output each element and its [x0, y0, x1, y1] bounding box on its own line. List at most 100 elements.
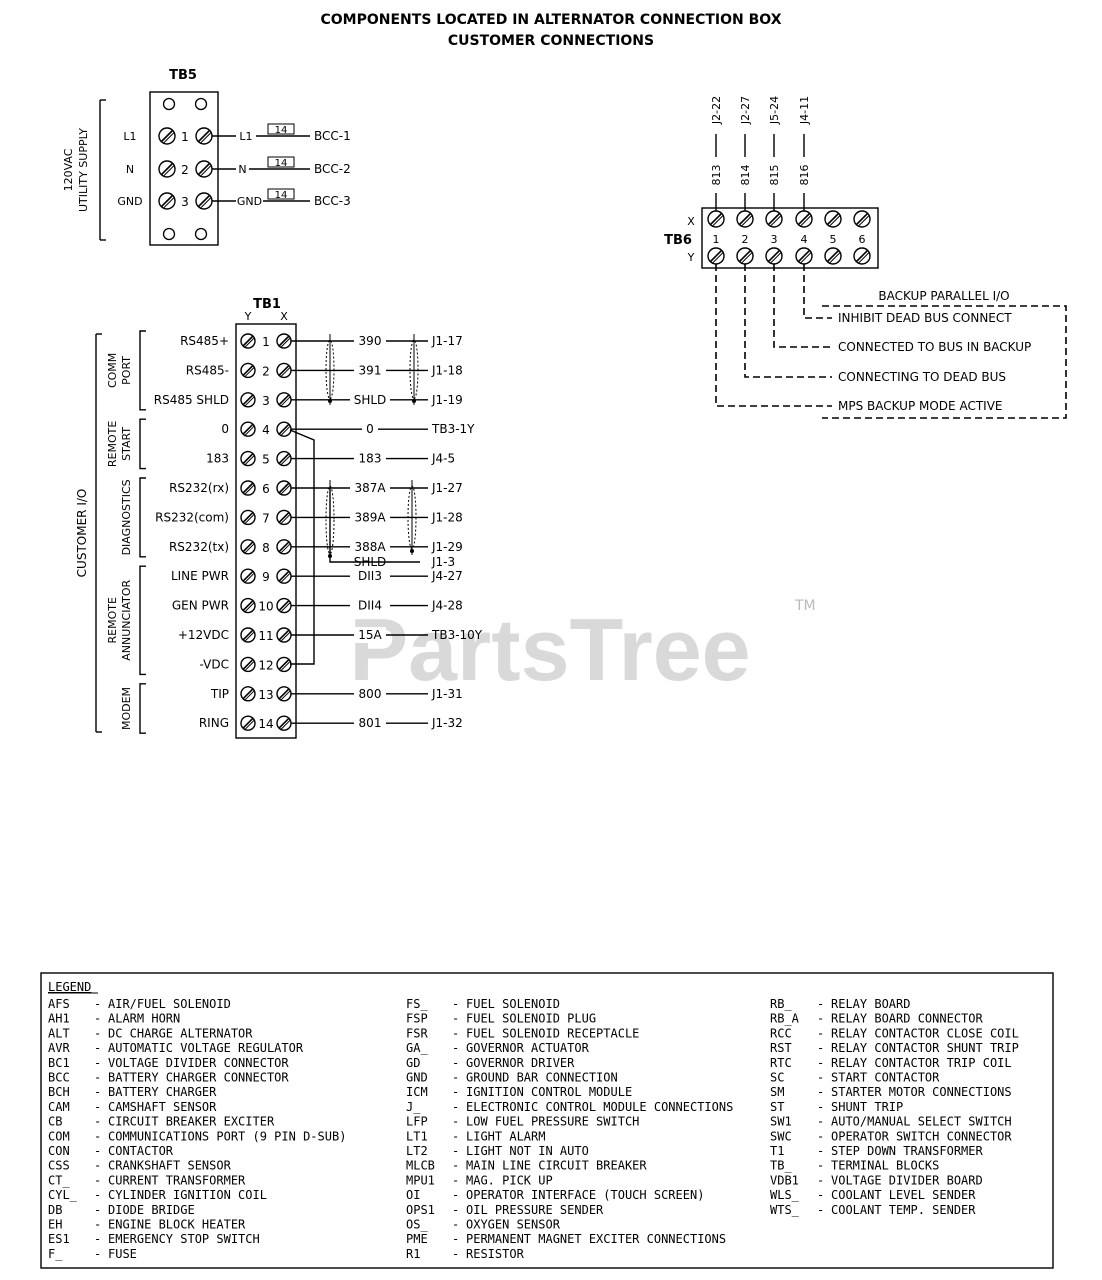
tb1-screw-x: [276, 333, 292, 349]
tb5-gauge: 14: [275, 190, 288, 201]
legend-abbr: MPU1: [406, 1173, 435, 1187]
tb6-signal-label: CONNECTING TO DEAD BUS: [838, 370, 1006, 384]
tb6-dest-bg: [767, 88, 781, 134]
legend-abbr: SWC: [770, 1129, 792, 1143]
legend-abbr: FSP: [406, 1012, 428, 1026]
legend-abbr: LFP: [406, 1115, 428, 1129]
tb1-screw-x-slot: [278, 452, 290, 465]
backup-io-title: BACKUP PARALLEL I/O: [878, 289, 1009, 303]
tb5-row-label: N: [126, 163, 134, 176]
tb6-screw-y: [736, 247, 754, 265]
legend-desc: ALARM HORN: [108, 1012, 180, 1026]
tb1-wire-name: DII3: [358, 569, 382, 583]
tb1-wire-label-bg: [350, 568, 390, 585]
legend-dash: -: [452, 1218, 459, 1232]
legend-dash: -: [817, 1115, 824, 1129]
tb5-gauge-box: [267, 156, 295, 168]
tb1-dest: J1-19: [431, 393, 463, 407]
tb1-group-label-1: MODEM: [120, 687, 133, 730]
tb5-wire-label-bg: [236, 194, 263, 208]
legend-dash: -: [452, 1232, 459, 1246]
tb5-row-label: L1: [123, 130, 136, 143]
legend-dash: -: [817, 1012, 824, 1026]
tb1-screw-y: [240, 715, 256, 731]
tb6-dest-bg: [738, 88, 752, 134]
tb1-dest: J1-32: [431, 716, 463, 730]
tb1-row-label: RS485+: [180, 334, 229, 348]
tb6-terminal-number: 6: [859, 233, 866, 246]
tb1-terminal-number: 2: [262, 364, 270, 378]
tb1-terminal-number: 11: [258, 629, 273, 643]
legend-box: [40, 972, 1054, 1269]
tb1-screw-y-slot-2: [244, 572, 256, 584]
tb6-row-x-label: X: [687, 215, 695, 228]
legend-abbr: OI: [406, 1188, 420, 1202]
tb6-signal-line: [773, 264, 832, 348]
legend-dash: -: [94, 1056, 101, 1070]
tb5-wire-name: N: [238, 163, 246, 176]
tb1-screw-y-slot: [242, 629, 254, 641]
tb6-screw-y-slot-2: [857, 251, 870, 264]
legend-dash: -: [94, 1115, 101, 1129]
tb1-screw-x-slot-2: [280, 484, 292, 496]
legend-dash: -: [452, 1085, 459, 1099]
tb1-screw-y: [240, 627, 256, 643]
tb5-wire-label-bg: [236, 129, 256, 143]
legend-desc: STEP DOWN TRANSFORMER: [831, 1144, 983, 1158]
tb6-screw-x-slot-2: [828, 214, 841, 227]
legend-abbr: LT1: [406, 1129, 428, 1143]
tb6-screw-y-slot-2: [799, 251, 812, 264]
tb1-screw-x-slot: [278, 393, 290, 406]
tb6-screw-x-slot: [797, 212, 811, 226]
tb1-wire-label-bg: [350, 509, 390, 526]
tb1-screw-y-slot: [242, 364, 254, 377]
tb1-dest: TB3-1Y: [431, 422, 475, 436]
tb1-screw-x: [276, 450, 292, 467]
legend-abbr: RB_A: [770, 1012, 800, 1026]
tb6-screw-y: [795, 247, 813, 265]
legend-dash: -: [452, 1173, 459, 1187]
legend-desc: RELAY CONTACTOR TRIP COIL: [831, 1056, 1012, 1070]
tb6-screw-y: [824, 247, 842, 265]
tb5-wire-name: L1: [239, 130, 252, 143]
legend-abbr: SW1: [770, 1115, 792, 1129]
legend-dash: -: [817, 1203, 824, 1217]
tb1-dest: J1-29: [431, 540, 463, 554]
legend-dash: -: [452, 1115, 459, 1129]
legend-dash: -: [452, 1203, 459, 1217]
legend-dash: -: [817, 1144, 824, 1158]
tb1-screw-y-slot-2: [244, 601, 256, 613]
legend-abbr: AVR: [48, 1041, 70, 1055]
legend-desc: FUEL SOLENOID RECEPTACLE: [466, 1026, 639, 1040]
legend-abbr: SC: [770, 1071, 784, 1085]
legend-title: LEGEND: [48, 980, 91, 994]
tb1-screw-x: [276, 686, 292, 702]
tb1-terminal-number: 5: [262, 453, 270, 467]
legend-abbr: BCC: [48, 1071, 70, 1085]
tb6-wire-number: 813: [710, 165, 723, 186]
tb6-screw-x: [765, 210, 783, 228]
tb1-dest: TB3-10Y: [431, 628, 483, 642]
tb1-wire-label-bg: [354, 333, 386, 349]
tb1-screw-x-slot: [278, 540, 290, 553]
legend-desc: CIRCUIT BREAKER EXCITER: [108, 1115, 275, 1129]
tb1-screw-x-slot: [278, 335, 290, 347]
tb1-screw-y-slot-2: [244, 425, 256, 437]
tb6-wire-number: 815: [768, 165, 781, 186]
tb6-screw-y-slot: [709, 249, 723, 263]
tb1-wire-name: 801: [359, 716, 382, 730]
tb6-name: TB6: [664, 233, 692, 248]
tb6-screw-x-slot: [709, 212, 723, 226]
legend-abbr: COM: [48, 1129, 70, 1143]
legend-dash: -: [452, 1012, 459, 1026]
tb1-screw-y: [240, 686, 256, 702]
legend-abbr: F_: [48, 1247, 63, 1261]
tb1-screw-y-slot-2: [244, 395, 256, 407]
tb1-screw-x-slot-2: [280, 513, 292, 525]
watermark-tm: TM: [794, 598, 816, 614]
tb1-terminal-number: 8: [262, 541, 270, 555]
legend-desc: CYLINDER IGNITION COIL: [108, 1188, 267, 1202]
